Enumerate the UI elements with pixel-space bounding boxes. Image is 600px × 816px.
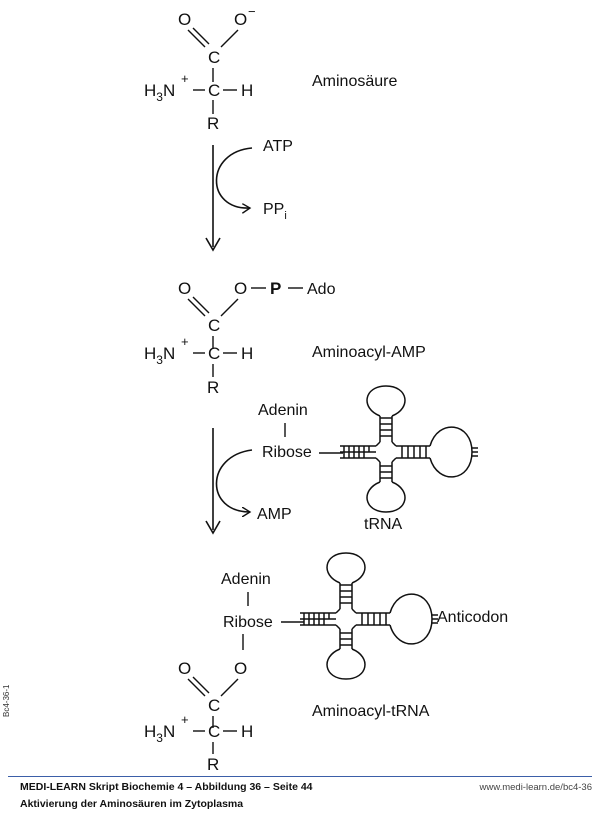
label-amp: AMP xyxy=(257,506,292,523)
atom-r: R xyxy=(207,755,219,774)
label-ribose: Ribose xyxy=(223,614,273,631)
footer-divider xyxy=(8,776,592,777)
label-trna: tRNA xyxy=(364,516,403,533)
atom-h3n: H3N xyxy=(144,81,175,104)
footer-title: MEDI-LEARN Skript Biochemie 4 – Abbildun… xyxy=(20,781,313,793)
label-anticodon: Anticodon xyxy=(437,609,508,626)
atom-o-ester: O xyxy=(234,279,247,298)
reaction-arrow-2 xyxy=(205,428,253,535)
ado: Ado xyxy=(307,281,336,298)
figure-caption: Aktivierung der Aminosäuren im Zytoplasm… xyxy=(20,798,244,810)
atom-c: C xyxy=(208,316,220,335)
atom-r: R xyxy=(207,378,219,397)
atom-c-alpha: C xyxy=(208,722,220,741)
atom-h3n: H3N xyxy=(144,344,175,367)
charge-plus: + xyxy=(181,712,189,727)
label-ppi: PPi xyxy=(263,201,287,222)
label-aminoacyl-trna: Aminoacyl-tRNA xyxy=(312,703,430,720)
atom-c-alpha: C xyxy=(208,344,220,363)
reaction-arrow-1 xyxy=(205,145,253,252)
charge-plus: + xyxy=(181,334,189,349)
amino-acid-structure: O O − C H3N + C H R xyxy=(144,4,256,133)
aminoacyl-amp-structure: O O P Ado C H3N + C H R xyxy=(144,279,336,397)
atom-h: H xyxy=(241,81,253,100)
atom-p: P xyxy=(270,279,281,298)
atom-c-alpha: C xyxy=(208,81,220,100)
atom-c: C xyxy=(208,696,220,715)
atom-h3n: H3N xyxy=(144,722,175,745)
atom-o: O xyxy=(178,659,191,678)
charge-plus: + xyxy=(181,71,189,86)
atom-o-ester: O xyxy=(234,659,247,678)
figure-code: Bc4-36-1 xyxy=(2,684,11,718)
aminoacyl-trna-structure: Adenin Ribose O O C H3N + C H R xyxy=(144,552,439,774)
label-adenin: Adenin xyxy=(221,571,271,588)
trna-icon xyxy=(339,385,479,513)
atom-o-minus: O xyxy=(234,10,247,29)
label-aminosaeure: Aminosäure xyxy=(312,73,397,90)
label-ribose: Ribose xyxy=(262,444,312,461)
atom-h: H xyxy=(241,722,253,741)
label-adenin: Adenin xyxy=(258,402,308,419)
aminoacid-activation-diagram: O O − C H3N + C H R Aminosäure ATP PPi O… xyxy=(144,4,508,774)
trna-icon xyxy=(299,552,439,680)
atom-c: C xyxy=(208,48,220,67)
label-atp: ATP xyxy=(263,138,293,155)
atom-o: O xyxy=(178,279,191,298)
charge-minus: − xyxy=(248,4,256,19)
label-aminoacyl-amp: Aminoacyl-AMP xyxy=(312,344,426,361)
atom-h: H xyxy=(241,344,253,363)
atom-r: R xyxy=(207,114,219,133)
footer-url[interactable]: www.medi-learn.de/bc4-36 xyxy=(479,782,592,793)
atom-o: O xyxy=(178,10,191,29)
